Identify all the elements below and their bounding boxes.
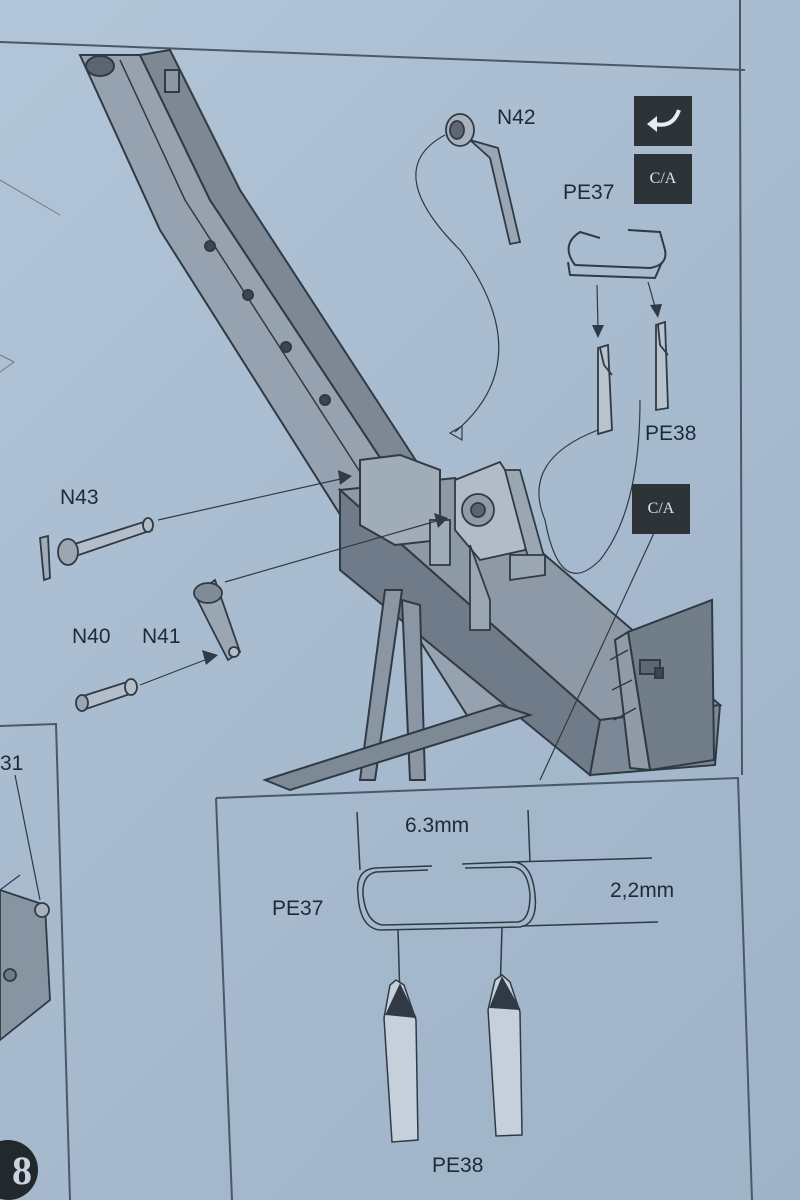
top-frame-line <box>0 41 746 71</box>
curved-arrow-icon <box>647 109 681 132</box>
detail-pe37-clip <box>356 861 537 931</box>
label-n43: N43 <box>60 486 99 509</box>
winch-mechanism <box>429 460 547 631</box>
partial-part-left <box>0 889 51 1042</box>
dimension-width: 6.3mm <box>405 814 470 837</box>
part-n43 <box>39 517 154 582</box>
detail-drawing <box>356 809 659 1001</box>
part-n41 <box>193 578 242 662</box>
arrow-heads <box>202 304 662 665</box>
detail-panel-border <box>215 776 753 1200</box>
detail-pe38 <box>383 974 523 1143</box>
glue-badge-mid: C/A <box>632 484 690 534</box>
part-pe38-top <box>597 320 669 436</box>
leader-lines <box>0 134 661 901</box>
main-panel-right-border <box>739 69 743 776</box>
label-pe38-detail: PE38 <box>432 1154 484 1177</box>
glue-badge-top: C/A <box>634 154 692 204</box>
part-n40 <box>75 678 138 712</box>
dimension-height: 2,2mm <box>610 879 675 902</box>
label-pe37-detail: PE37 <box>272 897 324 920</box>
frame-legs <box>262 589 534 792</box>
turn-over-badge <box>634 96 692 146</box>
label-pe37-top: PE37 <box>563 181 615 204</box>
part-n42 <box>445 113 522 246</box>
label-n40: N40 <box>72 625 111 648</box>
part-pe37-top <box>567 229 667 280</box>
label-n41: N41 <box>142 625 181 648</box>
page-number: 8 <box>0 1140 38 1200</box>
left-panel-border <box>0 722 71 1200</box>
label-step-ref: 31 <box>0 752 24 775</box>
ammo-box <box>609 598 716 772</box>
label-n42: N42 <box>497 106 536 129</box>
label-pe38-top: PE38 <box>645 422 697 445</box>
